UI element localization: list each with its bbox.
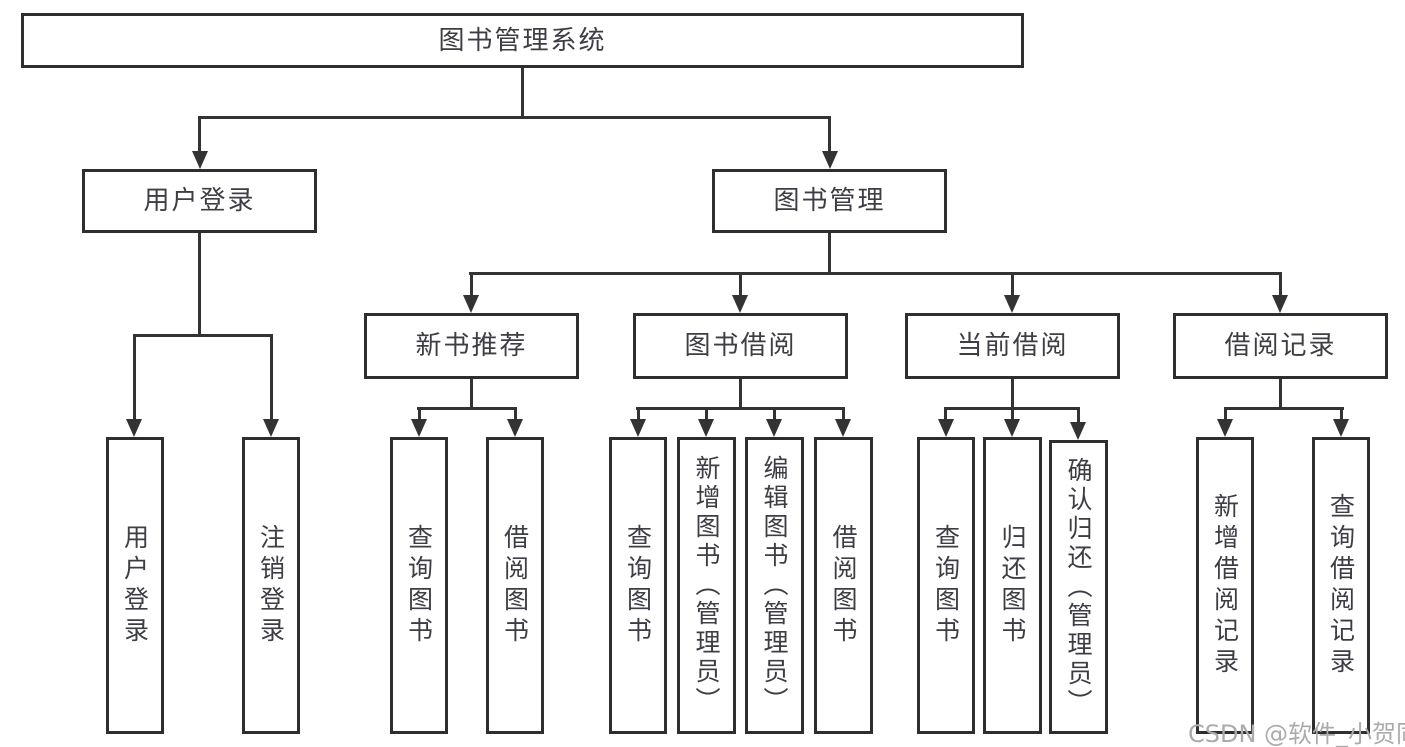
- connector-line: [739, 379, 742, 410]
- leaf-label: 查询图书: [404, 523, 434, 648]
- connector-line: [842, 407, 845, 421]
- connector-line: [637, 407, 640, 421]
- leaf-label: 确认归还（管理员）: [1064, 456, 1093, 718]
- leaf-label: 编辑图书（管理员）: [760, 455, 789, 716]
- arrowhead-icon: [698, 419, 714, 437]
- arrowhead-icon: [1333, 419, 1349, 437]
- node-label: 图书借阅: [684, 331, 797, 361]
- node-label: 新书推荐: [415, 331, 528, 361]
- connector-line: [198, 116, 201, 153]
- connector-line: [198, 116, 831, 119]
- arrowhead-icon: [835, 419, 851, 437]
- leaf-label: 注销登录: [256, 523, 286, 648]
- node-label: 当前借阅: [956, 331, 1069, 361]
- node-label: 图书管理系统: [438, 25, 607, 56]
- leaf-borrowing-edit-books-admin: 编辑图书（管理员）: [745, 437, 804, 734]
- connector-line: [1224, 407, 1227, 421]
- leaf-recommend-borrow-books: 借阅图书: [486, 437, 544, 734]
- leaf-borrowing-query-books: 查询图书: [609, 437, 667, 734]
- leaf-records-add-record: 新增借阅记录: [1196, 437, 1254, 734]
- connector-line: [418, 407, 421, 421]
- connector-line: [828, 116, 831, 153]
- node-new-book-recommendation: 新书推荐: [364, 313, 579, 379]
- connector-line: [1279, 379, 1282, 410]
- connector-line: [828, 233, 831, 275]
- leaf-current-query-books: 查询图书: [917, 437, 975, 734]
- leaf-borrowing-borrow-books: 借阅图书: [814, 437, 873, 734]
- csdn-watermark: CSDN @软件_小贺同学: [1188, 720, 1405, 747]
- connector-line: [1077, 407, 1080, 425]
- node-system-root: 图书管理系统: [21, 13, 1024, 68]
- connector-line: [514, 407, 517, 421]
- arrowhead-icon: [1004, 295, 1020, 313]
- connector-line: [1224, 407, 1344, 410]
- connector-line: [1011, 379, 1014, 410]
- connector-line: [1011, 407, 1014, 421]
- node-label: 借阅记录: [1224, 331, 1337, 361]
- arrowhead-icon: [732, 295, 748, 313]
- leaf-current-confirm-return-admin: 确认归还（管理员）: [1049, 440, 1108, 734]
- leaf-label: 查询图书: [931, 523, 961, 648]
- arrowhead-icon: [1217, 419, 1233, 437]
- connector-line: [270, 334, 273, 421]
- connector-line: [133, 334, 273, 337]
- node-label: 用户登录: [143, 186, 256, 216]
- arrowhead-icon: [411, 419, 427, 437]
- leaf-label: 借阅图书: [829, 523, 858, 648]
- connector-line: [521, 68, 524, 118]
- node-book-management: 图书管理: [712, 169, 947, 233]
- node-label: 图书管理: [773, 186, 886, 216]
- connector-line: [636, 407, 845, 410]
- leaf-label: 新增图书（管理员）: [692, 455, 721, 716]
- arrowhead-icon: [263, 419, 279, 437]
- leaf-label: 归还图书: [998, 523, 1027, 648]
- connector-line: [198, 233, 201, 337]
- arrowhead-icon: [1272, 295, 1288, 313]
- arrowhead-icon: [463, 295, 479, 313]
- connector-line: [1011, 272, 1014, 298]
- connector-line: [470, 272, 473, 298]
- leaf-label: 用户登录: [120, 523, 150, 648]
- arrowhead-icon: [766, 419, 782, 437]
- arrowhead-icon: [630, 419, 646, 437]
- arrowhead-icon: [938, 419, 954, 437]
- connector-line: [417, 407, 517, 410]
- node-current-borrowing: 当前借阅: [905, 313, 1120, 379]
- connector-line: [739, 272, 742, 298]
- connector-line: [1340, 407, 1343, 421]
- leaf-borrowing-add-books-admin: 新增图书（管理员）: [677, 437, 736, 734]
- leaf-logout-login: 注销登录: [242, 437, 300, 734]
- connector-line: [1279, 272, 1282, 298]
- arrowhead-icon: [126, 419, 142, 437]
- leaf-records-query-record: 查询借阅记录: [1312, 437, 1370, 734]
- node-book-borrowing: 图书借阅: [633, 313, 848, 379]
- arrowhead-icon: [192, 151, 208, 169]
- leaf-label: 查询借阅记录: [1326, 492, 1356, 679]
- connector-line: [944, 407, 947, 421]
- node-user-login: 用户登录: [82, 169, 317, 233]
- leaf-recommend-query-books: 查询图书: [390, 437, 448, 734]
- leaf-label: 借阅图书: [500, 523, 530, 648]
- leaf-current-return-books: 归还图书: [983, 437, 1042, 734]
- connector-line: [773, 407, 776, 421]
- arrowhead-icon: [507, 419, 523, 437]
- arrowhead-icon: [1004, 419, 1020, 437]
- connector-line: [469, 272, 1282, 275]
- leaf-label: 新增借阅记录: [1210, 492, 1240, 679]
- leaf-label: 查询图书: [623, 523, 653, 648]
- connector-line: [470, 379, 473, 410]
- connector-line: [133, 334, 136, 421]
- leaf-user-login: 用户登录: [106, 437, 164, 734]
- connector-line: [705, 407, 708, 421]
- arrowhead-icon: [822, 151, 838, 169]
- node-borrowing-records: 借阅记录: [1173, 313, 1388, 379]
- arrowhead-icon: [1070, 422, 1086, 440]
